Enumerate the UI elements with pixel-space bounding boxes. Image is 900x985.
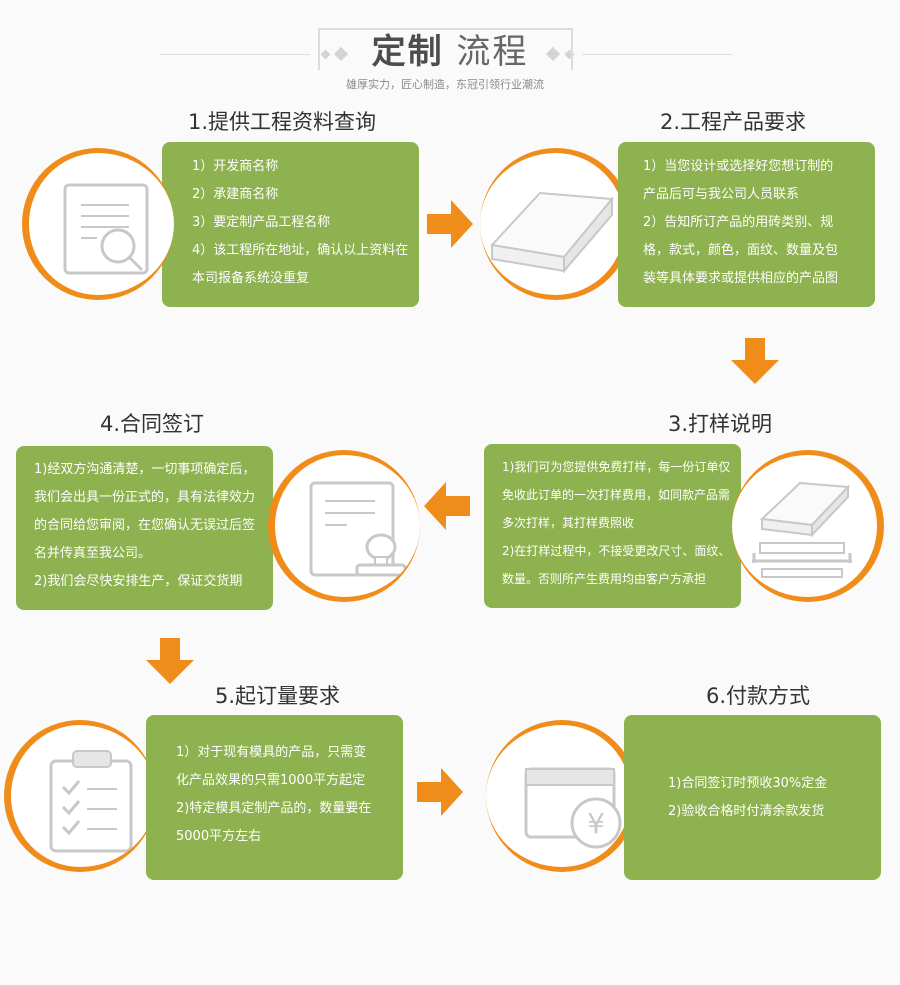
step-6-box: 1)合同签订时预收30%定金 2)验收合格时付清余款发货 [624, 715, 881, 880]
arrow-down-icon [146, 638, 194, 684]
arrow-left-icon [424, 482, 470, 530]
step-2-line: 装等具体要求或提供相应的产品图 [643, 271, 839, 286]
step-1-line: 3）要定制产品工程名称 [192, 215, 331, 230]
step-1-title: 1.提供工程资料查询 [188, 110, 377, 134]
svg-text:¥: ¥ [587, 807, 605, 840]
step-4-line: 名并传真至我公司。 [34, 546, 152, 561]
step-4-circle [268, 450, 420, 602]
step-2-circle [480, 148, 632, 300]
step-1-line: 2）承建商名称 [192, 187, 279, 202]
page-subtitle: 雄厚实力，匠心制造，东冠引领行业潮流 [346, 78, 544, 91]
step-6-line: 2)验收合格时付清余款发货 [668, 804, 825, 819]
tile-sample-icon [752, 481, 852, 578]
step-2-title: 2.工程产品要求 [660, 110, 807, 134]
header-line-left [160, 54, 310, 55]
step-1-line: 1）开发商名称 [192, 159, 279, 174]
step-4-line: 2)我们会尽快安排生产，保证交货期 [34, 574, 243, 589]
document-search-icon [63, 183, 149, 275]
step-1-circle [22, 148, 174, 300]
step-1-line: 4）该工程所在地址，确认以上资料在 [192, 243, 409, 258]
step-6-title: 6.付款方式 [706, 684, 811, 708]
step-5-line: 5000平方左右 [176, 829, 262, 844]
tile-product-icon [490, 191, 614, 274]
step-6-line: 1)合同签订时预收30%定金 [668, 776, 828, 791]
arrow-right-icon [427, 200, 473, 248]
step-5-box: 1）对于现有模具的产品，只需变 化产品效果的只需1000平方起定 2)特定模具定… [146, 715, 403, 880]
page-title-light: 流程 [456, 32, 529, 72]
clipboard-checklist-icon [49, 750, 133, 853]
step-4-line: 我们会出具一份正式的，具有法律效力 [34, 490, 256, 505]
step-5-title: 5.起订量要求 [215, 684, 341, 708]
step-2-box: 1）当您设计或选择好您想订制的 产品后可与我公司人员联系 2）告知所订产品的用砖… [618, 142, 875, 307]
step-4-line: 的合同给您审阅，在您确认无误过后签 [34, 518, 256, 533]
header-frame [318, 28, 573, 70]
header-line-right [582, 54, 732, 55]
step-3-line: 免收此订单的一次打样费用，如同款产品需 [502, 488, 731, 502]
step-3-circle [732, 450, 884, 602]
payment-card-yuan-icon: ¥ [524, 767, 622, 849]
step-2-line: 格，款式，颜色，面纹、数量及包 [643, 243, 839, 258]
step-3-line: 多次打样，其打样费照收 [502, 516, 635, 530]
step-6-circle: ¥ [486, 720, 638, 872]
step-2-line: 1）当您设计或选择好您想订制的 [643, 159, 834, 174]
step-3-line: 数量。否则所产生费用均由客户方承担 [502, 572, 707, 586]
step-3-line: 1)我们可为您提供免费打样，每一份订单仅 [502, 460, 731, 474]
step-1-box: 1）开发商名称 2）承建商名称 3）要定制产品工程名称 4）该工程所在地址，确认… [162, 142, 419, 307]
contract-seal-icon [309, 481, 407, 577]
arrow-down-icon [731, 338, 779, 384]
step-4-title: 4.合同签订 [100, 412, 205, 436]
arrow-right-icon [417, 768, 463, 816]
step-3-title: 3.打样说明 [668, 412, 773, 436]
step-3-box: 1)我们可为您提供免费打样，每一份订单仅 免收此订单的一次打样费用，如同款产品需… [484, 444, 741, 608]
step-5-circle [4, 720, 156, 872]
step-1-line: 本司报备系统没重复 [192, 271, 310, 286]
step-2-line: 2）告知所订产品的用砖类别、规 [643, 215, 834, 230]
step-2-line: 产品后可与我公司人员联系 [643, 187, 800, 202]
step-3-line: 2)在打样过程中，不接受更改尺寸、面纹、 [502, 544, 731, 558]
step-4-box: 1)经双方沟通清楚，一切事项确定后， 我们会出具一份正式的，具有法律效力 的合同… [16, 446, 273, 610]
step-5-line: 化产品效果的只需1000平方起定 [176, 773, 366, 788]
page-title-bold: 定制 [371, 32, 444, 72]
page-title: 定制 流程 [330, 30, 570, 74]
step-4-line: 1)经双方沟通清楚，一切事项确定后， [34, 462, 256, 477]
step-5-line: 2)特定模具定制产品的，数量要在 [176, 801, 372, 816]
step-5-line: 1）对于现有模具的产品，只需变 [176, 745, 367, 760]
